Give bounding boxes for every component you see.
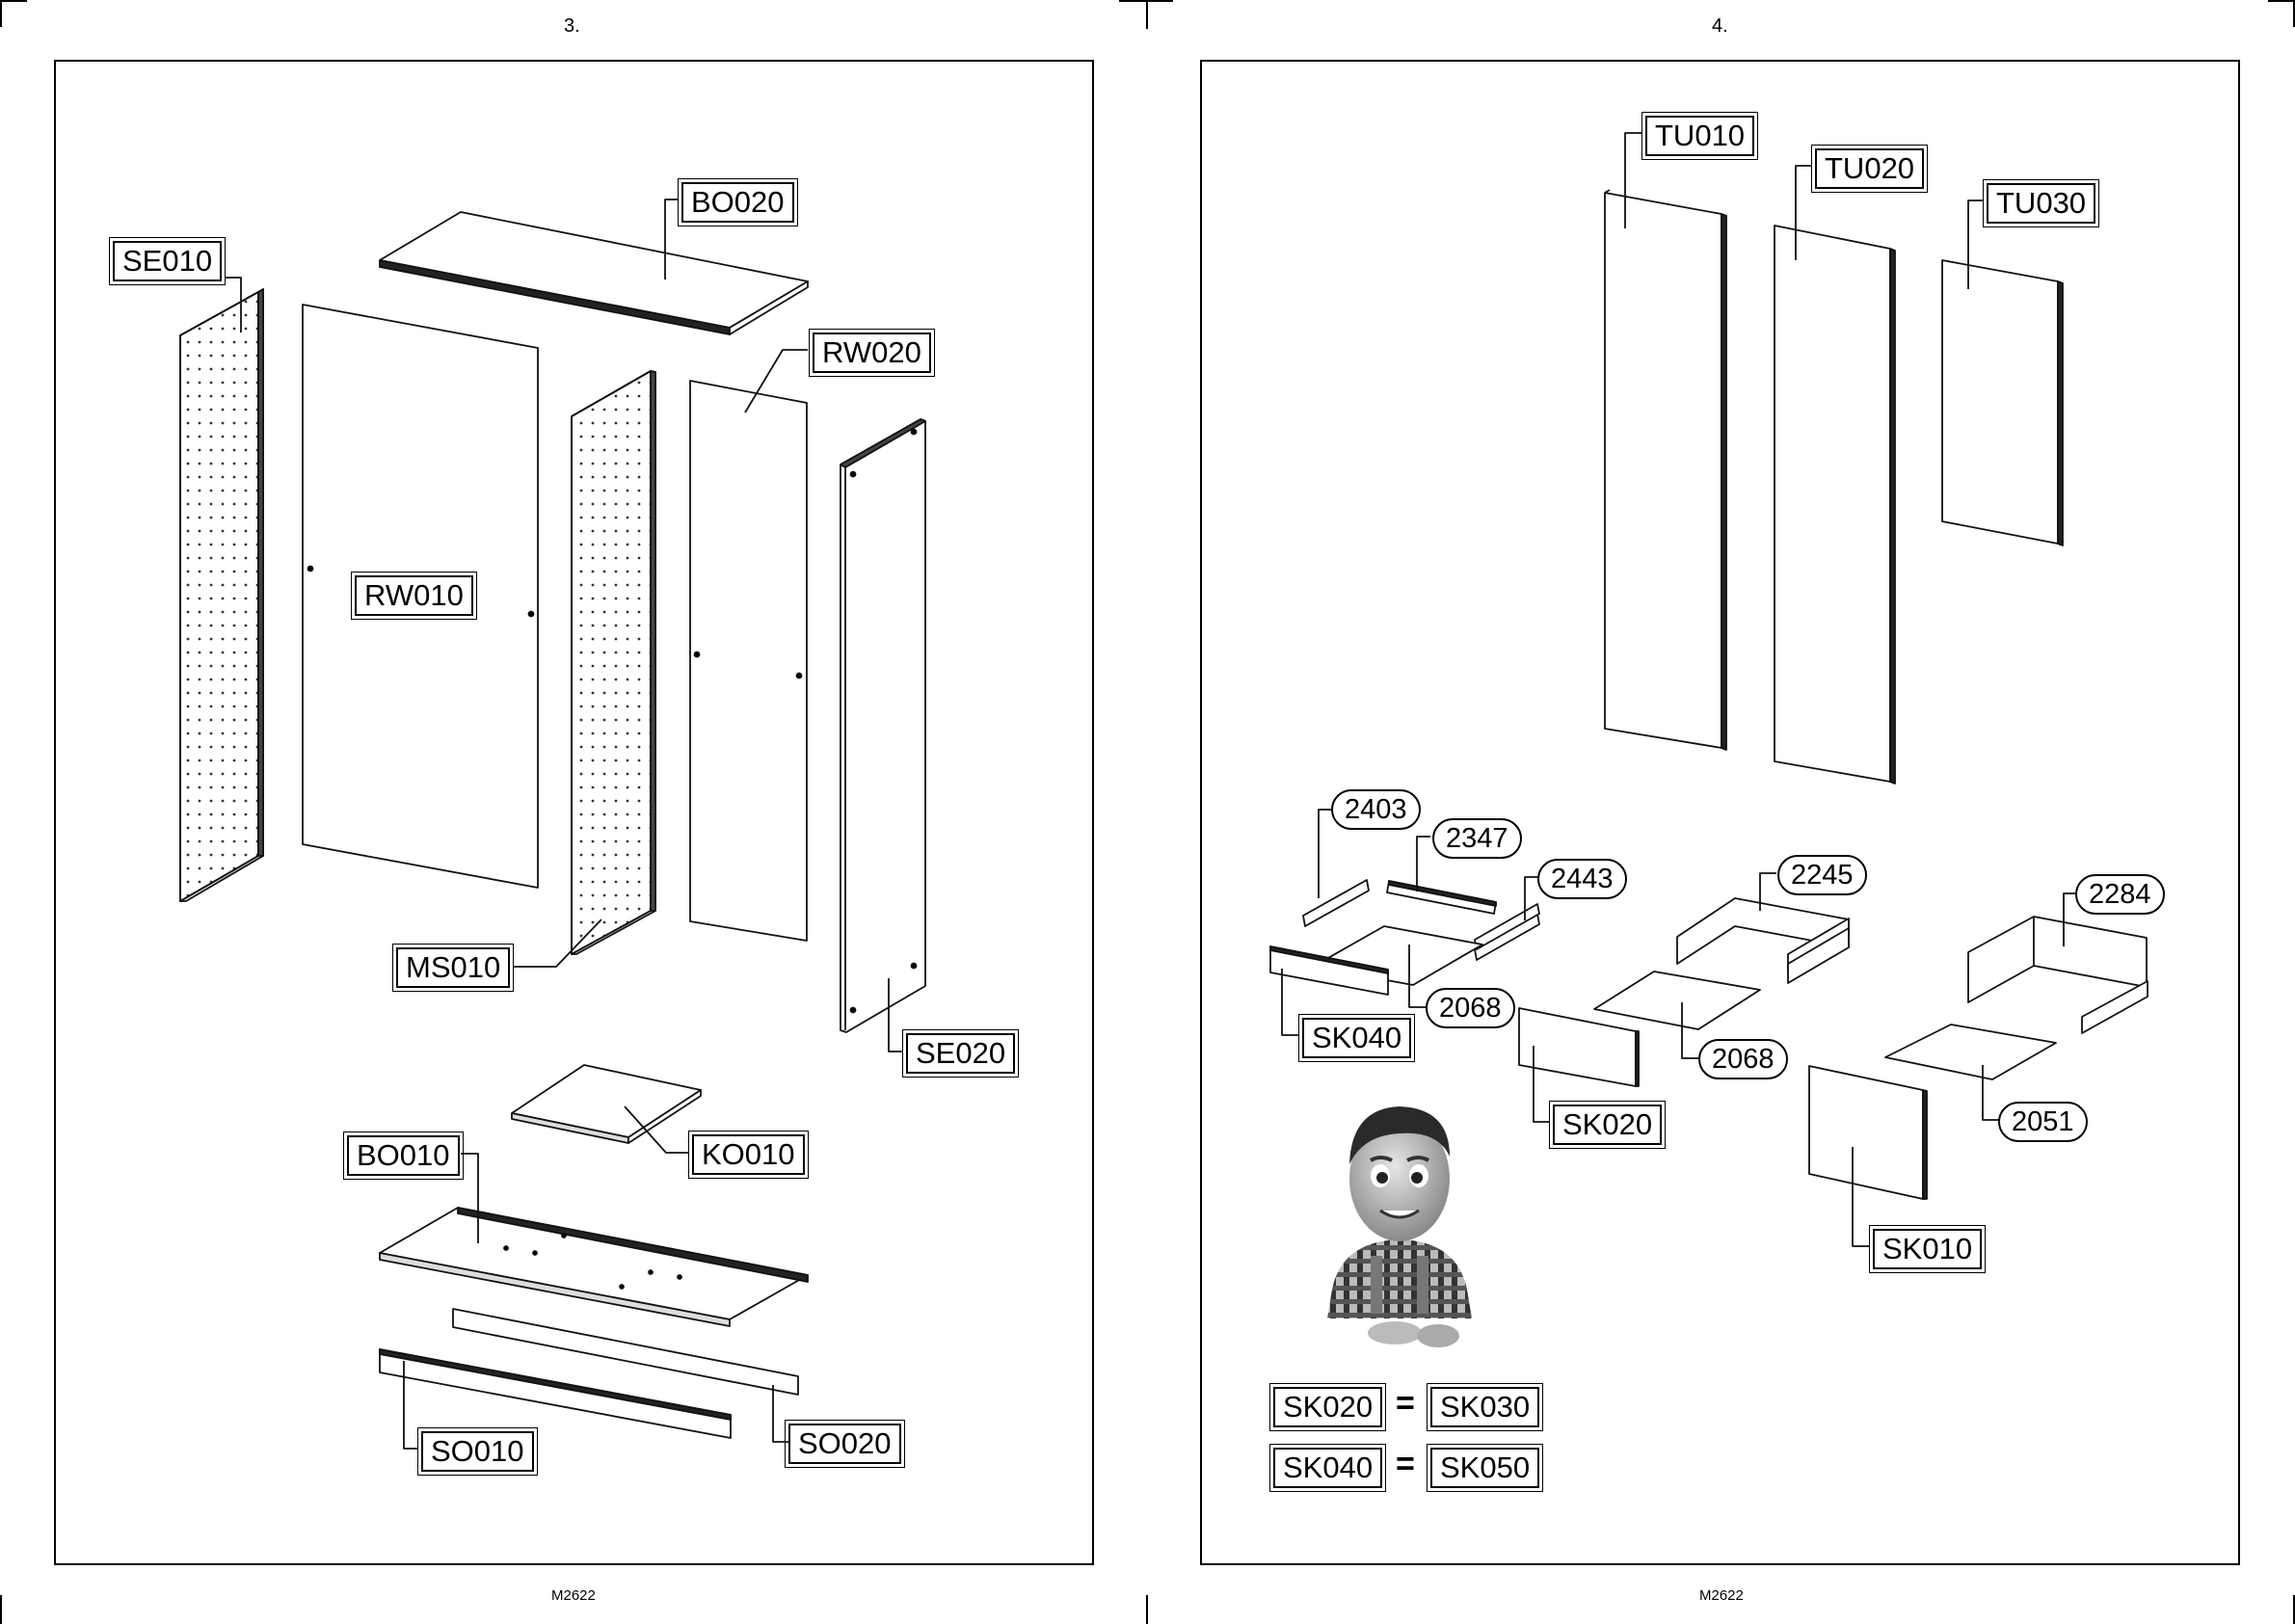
label-tu010: TU010: [1645, 116, 1754, 156]
se010-panel: [180, 289, 263, 901]
label-so020: SO020: [788, 1424, 901, 1464]
hardware-code-2051: 2051: [1998, 1102, 2088, 1142]
label-se020: SE020: [906, 1033, 1015, 1074]
hardware-code-2403: 2403: [1331, 789, 1421, 830]
hardware-code-2245: 2245: [1777, 855, 1867, 895]
bo020-board: [380, 212, 808, 334]
bo010-board: [380, 1208, 808, 1326]
hardware-code-2068-a: 2068: [1426, 988, 1515, 1028]
label-tu020: TU020: [1815, 148, 1924, 189]
drawer-3-parts: [1809, 917, 2148, 1199]
label-ko010: KO010: [692, 1134, 805, 1175]
label-sk010: SK010: [1873, 1229, 1982, 1269]
equivalence-2-left: SK040: [1273, 1448, 1382, 1488]
tu010-door: [1605, 190, 1726, 750]
label-ms010: MS010: [396, 947, 510, 988]
hardware-code-2347: 2347: [1432, 818, 1522, 859]
tu030-door: [1942, 260, 2063, 546]
label-sk040: SK040: [1302, 1018, 1411, 1058]
ko010-board: [512, 1065, 701, 1143]
label-rw010: RW010: [355, 575, 473, 616]
label-bo020: BO020: [681, 182, 794, 223]
ms010-panel: [572, 371, 655, 954]
label-so010: SO010: [421, 1431, 534, 1472]
hardware-code-2443: 2443: [1537, 859, 1627, 899]
label-rw020: RW020: [813, 333, 931, 373]
equivalence-1-sign: =: [1396, 1385, 1415, 1423]
equivalence-1-left: SK020: [1273, 1387, 1382, 1427]
drawer-1-parts: [1270, 880, 1539, 995]
label-tu030: TU030: [1987, 183, 2095, 224]
rw020-panel: [690, 381, 807, 941]
hardware-code-2284: 2284: [2075, 874, 2165, 915]
mascot-illustration: [1303, 1097, 1496, 1357]
equivalence-2-right: SK050: [1430, 1448, 1539, 1488]
equivalence-1-right: SK030: [1430, 1387, 1539, 1427]
hardware-code-2068-b: 2068: [1698, 1039, 1788, 1079]
equivalence-2-sign: =: [1396, 1446, 1415, 1483]
label-se010: SE010: [113, 241, 222, 281]
se020-panel: [841, 419, 925, 1032]
label-bo010: BO010: [347, 1135, 460, 1176]
label-sk020: SK020: [1553, 1105, 1662, 1145]
tu020-door: [1775, 226, 1895, 784]
